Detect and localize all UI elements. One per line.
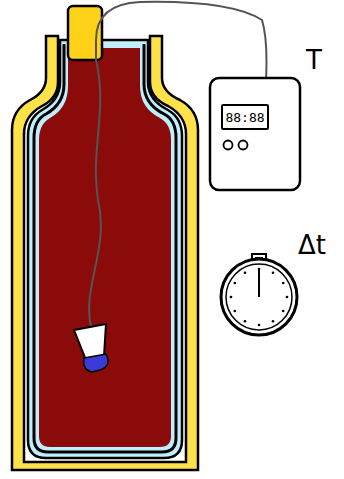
tick-mark <box>244 320 247 323</box>
hot-liquid <box>39 48 171 447</box>
display-screen: 88:88 <box>221 104 269 130</box>
tick-mark <box>282 282 285 285</box>
thermometer-body <box>210 78 300 190</box>
tick-mark <box>258 324 261 327</box>
display-digits: 88:88 <box>225 110 264 125</box>
tick-mark <box>272 272 275 275</box>
tick-mark <box>272 320 275 323</box>
tick-mark <box>234 310 237 313</box>
tick-mark <box>286 296 289 299</box>
flask-casing <box>12 36 198 470</box>
temperature-label: T <box>306 47 322 73</box>
tick-mark <box>230 296 233 299</box>
vacuum-wall <box>28 40 182 458</box>
tick-mark <box>234 282 237 285</box>
inner-wall <box>34 44 176 452</box>
probe-tip <box>84 354 108 372</box>
tick-mark <box>282 310 285 313</box>
stopwatch <box>221 254 297 335</box>
tick-mark <box>244 272 247 275</box>
button <box>239 141 248 150</box>
button <box>224 141 233 150</box>
time-label: Δt <box>298 232 326 258</box>
